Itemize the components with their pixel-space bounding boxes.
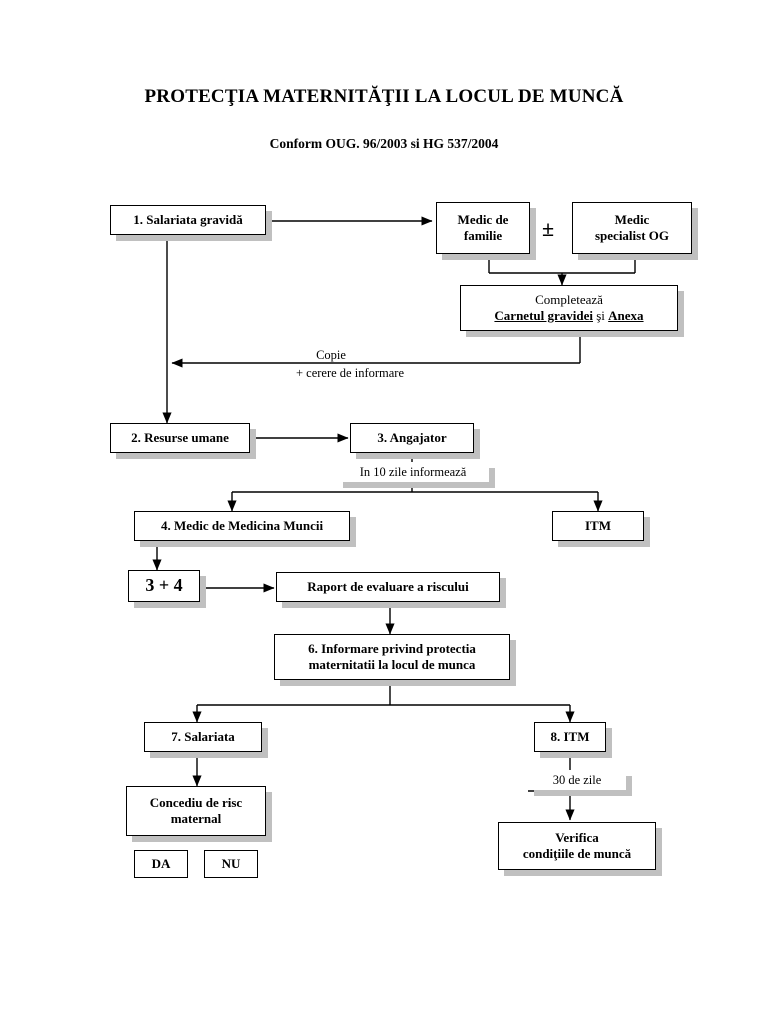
node-medic-familie[interactable]: Medic de familie (436, 202, 530, 254)
edge-label-copie: Copie (316, 348, 346, 362)
node-medic-familie-line2: familie (463, 228, 503, 243)
node-concediu-risc-maternal[interactable]: Concediu de risc maternal (126, 786, 266, 836)
carnetul-gravidei-text: Carnetul gravidei (494, 308, 593, 323)
node-verifica-conditii[interactable]: Verifica condiţiile de muncă (498, 822, 656, 870)
edge-label-30-zile: 30 de zile (528, 770, 626, 790)
node-itm-8[interactable]: 8. ITM (534, 722, 606, 752)
page-title: PROTECŢIA MATERNITĂŢII LA LOCUL DE MUNCĂ (144, 86, 624, 107)
node-salariata-gravida[interactable]: 1. Salariata gravidă (110, 205, 266, 235)
node-concediu-line1: Concediu de risc (149, 795, 243, 811)
node-medic-medicina-muncii[interactable]: 4. Medic de Medicina Muncii (134, 511, 350, 541)
node-itm-top[interactable]: ITM (552, 511, 644, 541)
node-informare-line1: 6. Informare privind protectia (308, 641, 476, 657)
node-nu[interactable]: NU (204, 850, 258, 878)
node-raport-evaluare-risc[interactable]: Raport de evaluare a riscului (276, 572, 500, 602)
node-verifica-line1: Verifica (555, 830, 599, 846)
node-angajator[interactable]: 3. Angajator (350, 423, 474, 453)
node-medic-specialist-line2: specialist OG (594, 228, 670, 243)
node-informare-line2: maternitatii la locul de munca (308, 657, 476, 672)
node-concediu-line2: maternal (170, 811, 222, 826)
node-verifica-line2: condiţiile de muncă (522, 846, 632, 861)
node-medic-familie-line1: Medic de (457, 212, 509, 228)
plus-minus-symbol: ± (541, 216, 555, 241)
completeaza-conjunction: şi (593, 308, 609, 323)
node-da[interactable]: DA (134, 850, 188, 878)
anexa-text: Anexa (608, 308, 644, 323)
node-medic-specialist-line1: Medic (614, 212, 650, 228)
edge-label-10-zile: In 10 zile informează (337, 462, 489, 482)
node-informare-protectie[interactable]: 6. Informare privind protectia maternita… (274, 634, 510, 680)
node-medic-specialist-og[interactable]: Medic specialist OG (572, 202, 692, 254)
page-subtitle: Conform OUG. 96/2003 si HG 537/2004 (269, 136, 499, 151)
node-completeaza-line1: Completează (535, 292, 603, 308)
node-completeaza-line2: Carnetul gravidei şi Anexa (494, 308, 643, 324)
node-resurse-umane[interactable]: 2. Resurse umane (110, 423, 250, 453)
edge-label-cerere-informare: + cerere de informare (295, 366, 405, 380)
node-3-plus-4[interactable]: 3 + 4 (128, 570, 200, 602)
node-completeaza[interactable]: Completează Carnetul gravidei şi Anexa (460, 285, 678, 331)
node-salariata-7[interactable]: 7. Salariata (144, 722, 262, 752)
